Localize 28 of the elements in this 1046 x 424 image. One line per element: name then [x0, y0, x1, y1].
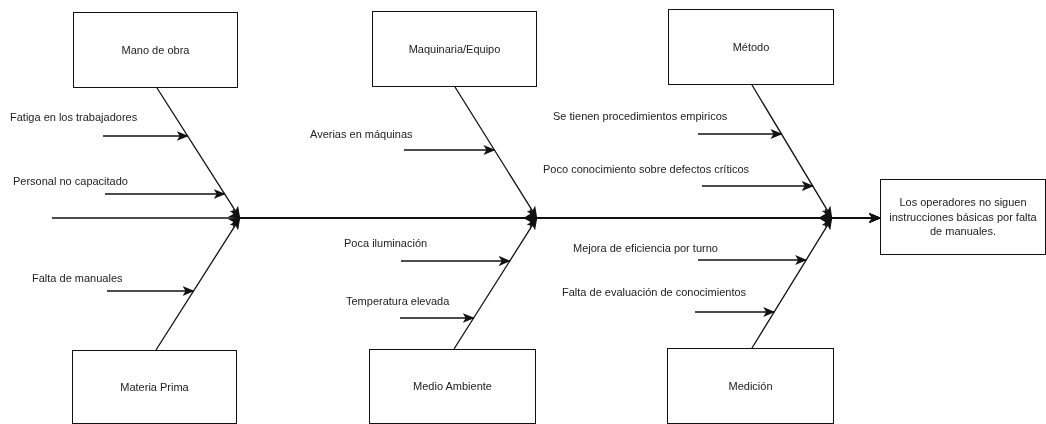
arrow [697, 129, 783, 139]
arrow [701, 181, 814, 191]
arrow [694, 307, 776, 317]
cause-text: Falta de manuales [32, 272, 123, 291]
category-box: Método [668, 9, 834, 85]
arrow [697, 255, 808, 265]
arrow [104, 189, 226, 199]
cause-text: Poco conocimiento sobre defectos críticos [543, 163, 750, 186]
cause-text: Temperatura elevada [346, 295, 450, 318]
arrow [102, 131, 189, 141]
cause-text: Averias en máquinas [310, 128, 413, 150]
effect-box: Los operadores no siguen instrucciones básicas por falta de manuales. [880, 179, 1046, 255]
cause-text: Mejora de eficiencia por turno [573, 242, 718, 260]
category-box: Mano de obra [73, 12, 238, 88]
cause-text: Fatiga en los trabajadores [10, 111, 138, 136]
category-box: Maquinaria/Equipo [372, 11, 537, 87]
category-box: Medición [667, 348, 834, 424]
category-box: Medio Ambiente [369, 349, 536, 424]
arrow [399, 313, 475, 323]
category-box: Materia Prima [72, 350, 237, 424]
arrow [403, 145, 496, 155]
cause-text: Falta de evaluación de conocimientos [562, 286, 747, 312]
arrow [400, 256, 511, 266]
cause-text: Se tienen procedimientos empiricos [553, 110, 728, 134]
arrow [106, 286, 195, 296]
bone-arrow [751, 213, 881, 349]
cause-text: Poca iluminación [344, 237, 428, 261]
cause-text: Personal no capacitado [13, 175, 128, 194]
